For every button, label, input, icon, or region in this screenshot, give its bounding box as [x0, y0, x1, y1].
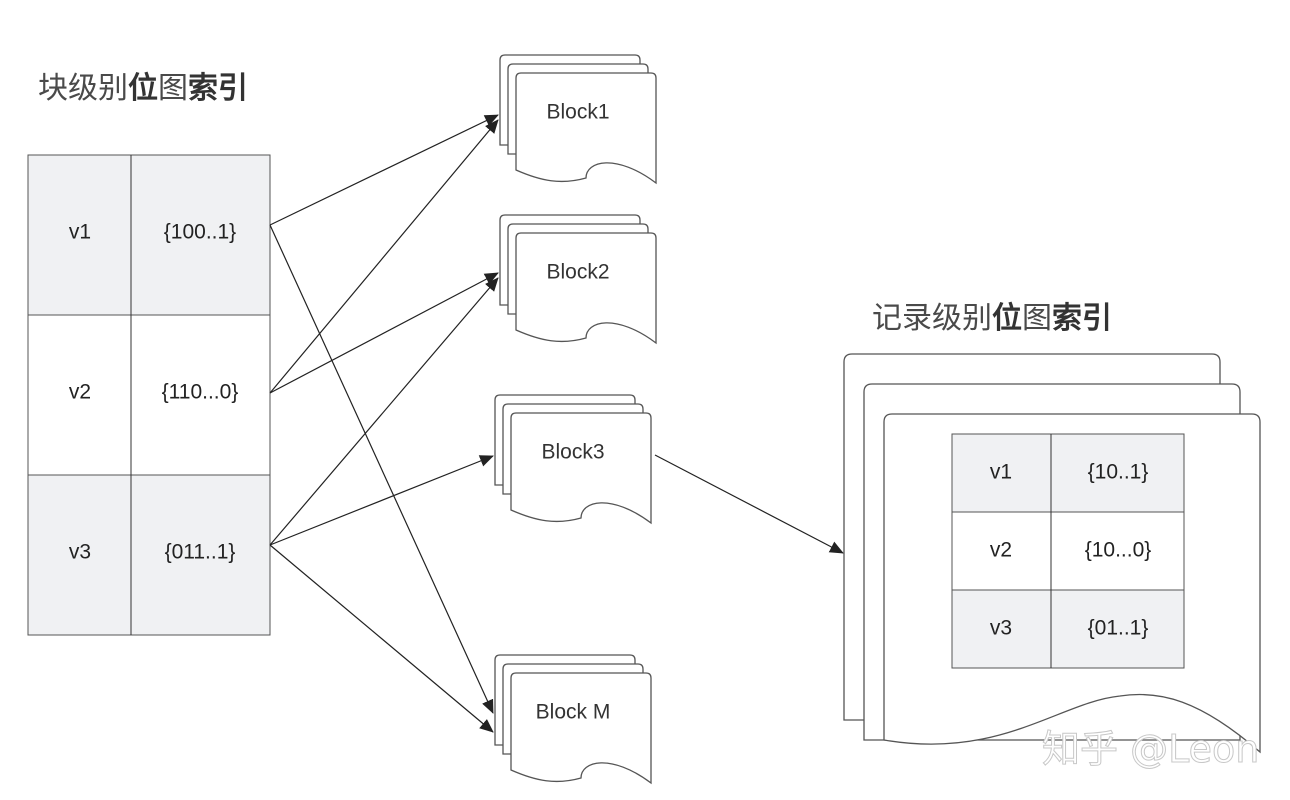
cell-key: v3	[990, 617, 1012, 640]
document-page	[510, 672, 652, 785]
block-index-title: 块级别位图索引	[38, 71, 248, 106]
arrow-block3-record-index	[654, 454, 844, 554]
arrow-v3-block2	[269, 277, 499, 546]
cell-key: v2	[990, 539, 1012, 562]
block-label: Block3	[541, 441, 604, 464]
block-label: Block2	[546, 261, 609, 284]
cell-bitmap: {01..1}	[1088, 617, 1149, 640]
record-row-v3	[951, 589, 1185, 669]
arrows	[269, 114, 844, 733]
watermark: 知乎 @Leon	[1042, 727, 1259, 771]
record-index-title: 记录级别位图索引	[872, 301, 1112, 336]
document-page	[515, 232, 657, 345]
arrow-v2-block2	[269, 272, 499, 394]
block-index-table: v1 {100..1} v2 {110...0} v3 {011..1}	[27, 154, 271, 636]
arrow-v3-block3	[269, 455, 494, 546]
block-row-v1	[27, 154, 271, 316]
record-index-table: v1 {10..1} v2 {10...0} v3 {01..1}	[951, 433, 1185, 669]
document-page	[515, 72, 657, 185]
block-row-v3	[27, 474, 271, 636]
cell-bitmap: {100..1}	[164, 221, 236, 244]
block-row-v2	[27, 314, 271, 476]
cell-bitmap: {10...0}	[1085, 539, 1152, 562]
cell-key: v3	[69, 541, 91, 564]
block-stack-block2: Block2	[499, 214, 657, 345]
block-stack-block1: Block1	[499, 54, 657, 185]
cell-bitmap: {10..1}	[1088, 461, 1149, 484]
cell-key: v2	[69, 381, 91, 404]
arrow-v3-blockm	[269, 544, 494, 733]
arrow-v1-blockm	[269, 224, 494, 714]
cell-key: v1	[990, 461, 1012, 484]
block-label: Block1	[546, 101, 609, 124]
cell-key: v1	[69, 221, 91, 244]
cell-bitmap: {011..1}	[165, 541, 236, 564]
cell-bitmap: {110...0}	[162, 381, 239, 404]
record-row-v2	[951, 511, 1185, 591]
arrow-v2-block1	[269, 119, 499, 394]
block-stack-blockm: Block M	[494, 654, 652, 785]
document-page	[510, 412, 652, 525]
block-label: Block M	[536, 701, 611, 724]
record-row-v1	[951, 433, 1185, 513]
arrow-v1-block1	[269, 114, 499, 226]
block-stack-block3: Block3	[494, 394, 652, 525]
